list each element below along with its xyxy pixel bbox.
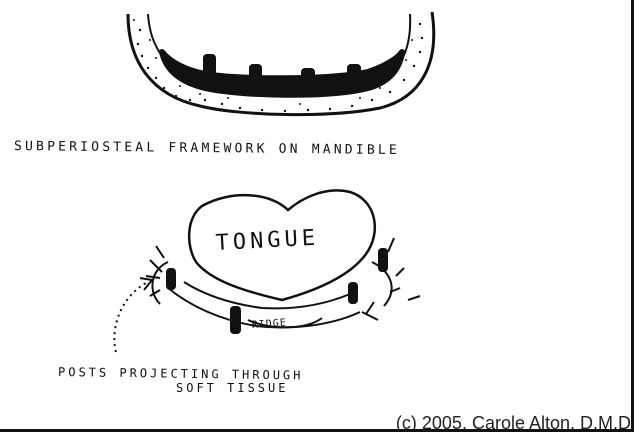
post-3	[301, 68, 315, 88]
right-post-high	[378, 248, 388, 272]
bottom-caption-line1: POSTS PROJECTING THROUGH	[58, 365, 304, 382]
ridge-label: RIDGE	[251, 318, 287, 331]
center-post	[230, 306, 241, 334]
left-gum-curve	[152, 262, 168, 304]
tongue-label: TONGUE	[215, 226, 320, 256]
right-post-low	[348, 282, 358, 304]
top-caption: SUBPERIOSTEAL FRAMEWORK ON MANDIBLE	[14, 139, 400, 158]
bottom-caption-line2: SOFT TISSUE	[176, 381, 288, 395]
left-post	[166, 268, 176, 290]
post-4	[347, 64, 361, 84]
framework-bar	[162, 52, 402, 95]
post-2	[249, 64, 262, 84]
post-1	[203, 54, 216, 76]
posts-pointer-arrow	[114, 282, 148, 352]
mandible-illustration	[128, 12, 434, 115]
